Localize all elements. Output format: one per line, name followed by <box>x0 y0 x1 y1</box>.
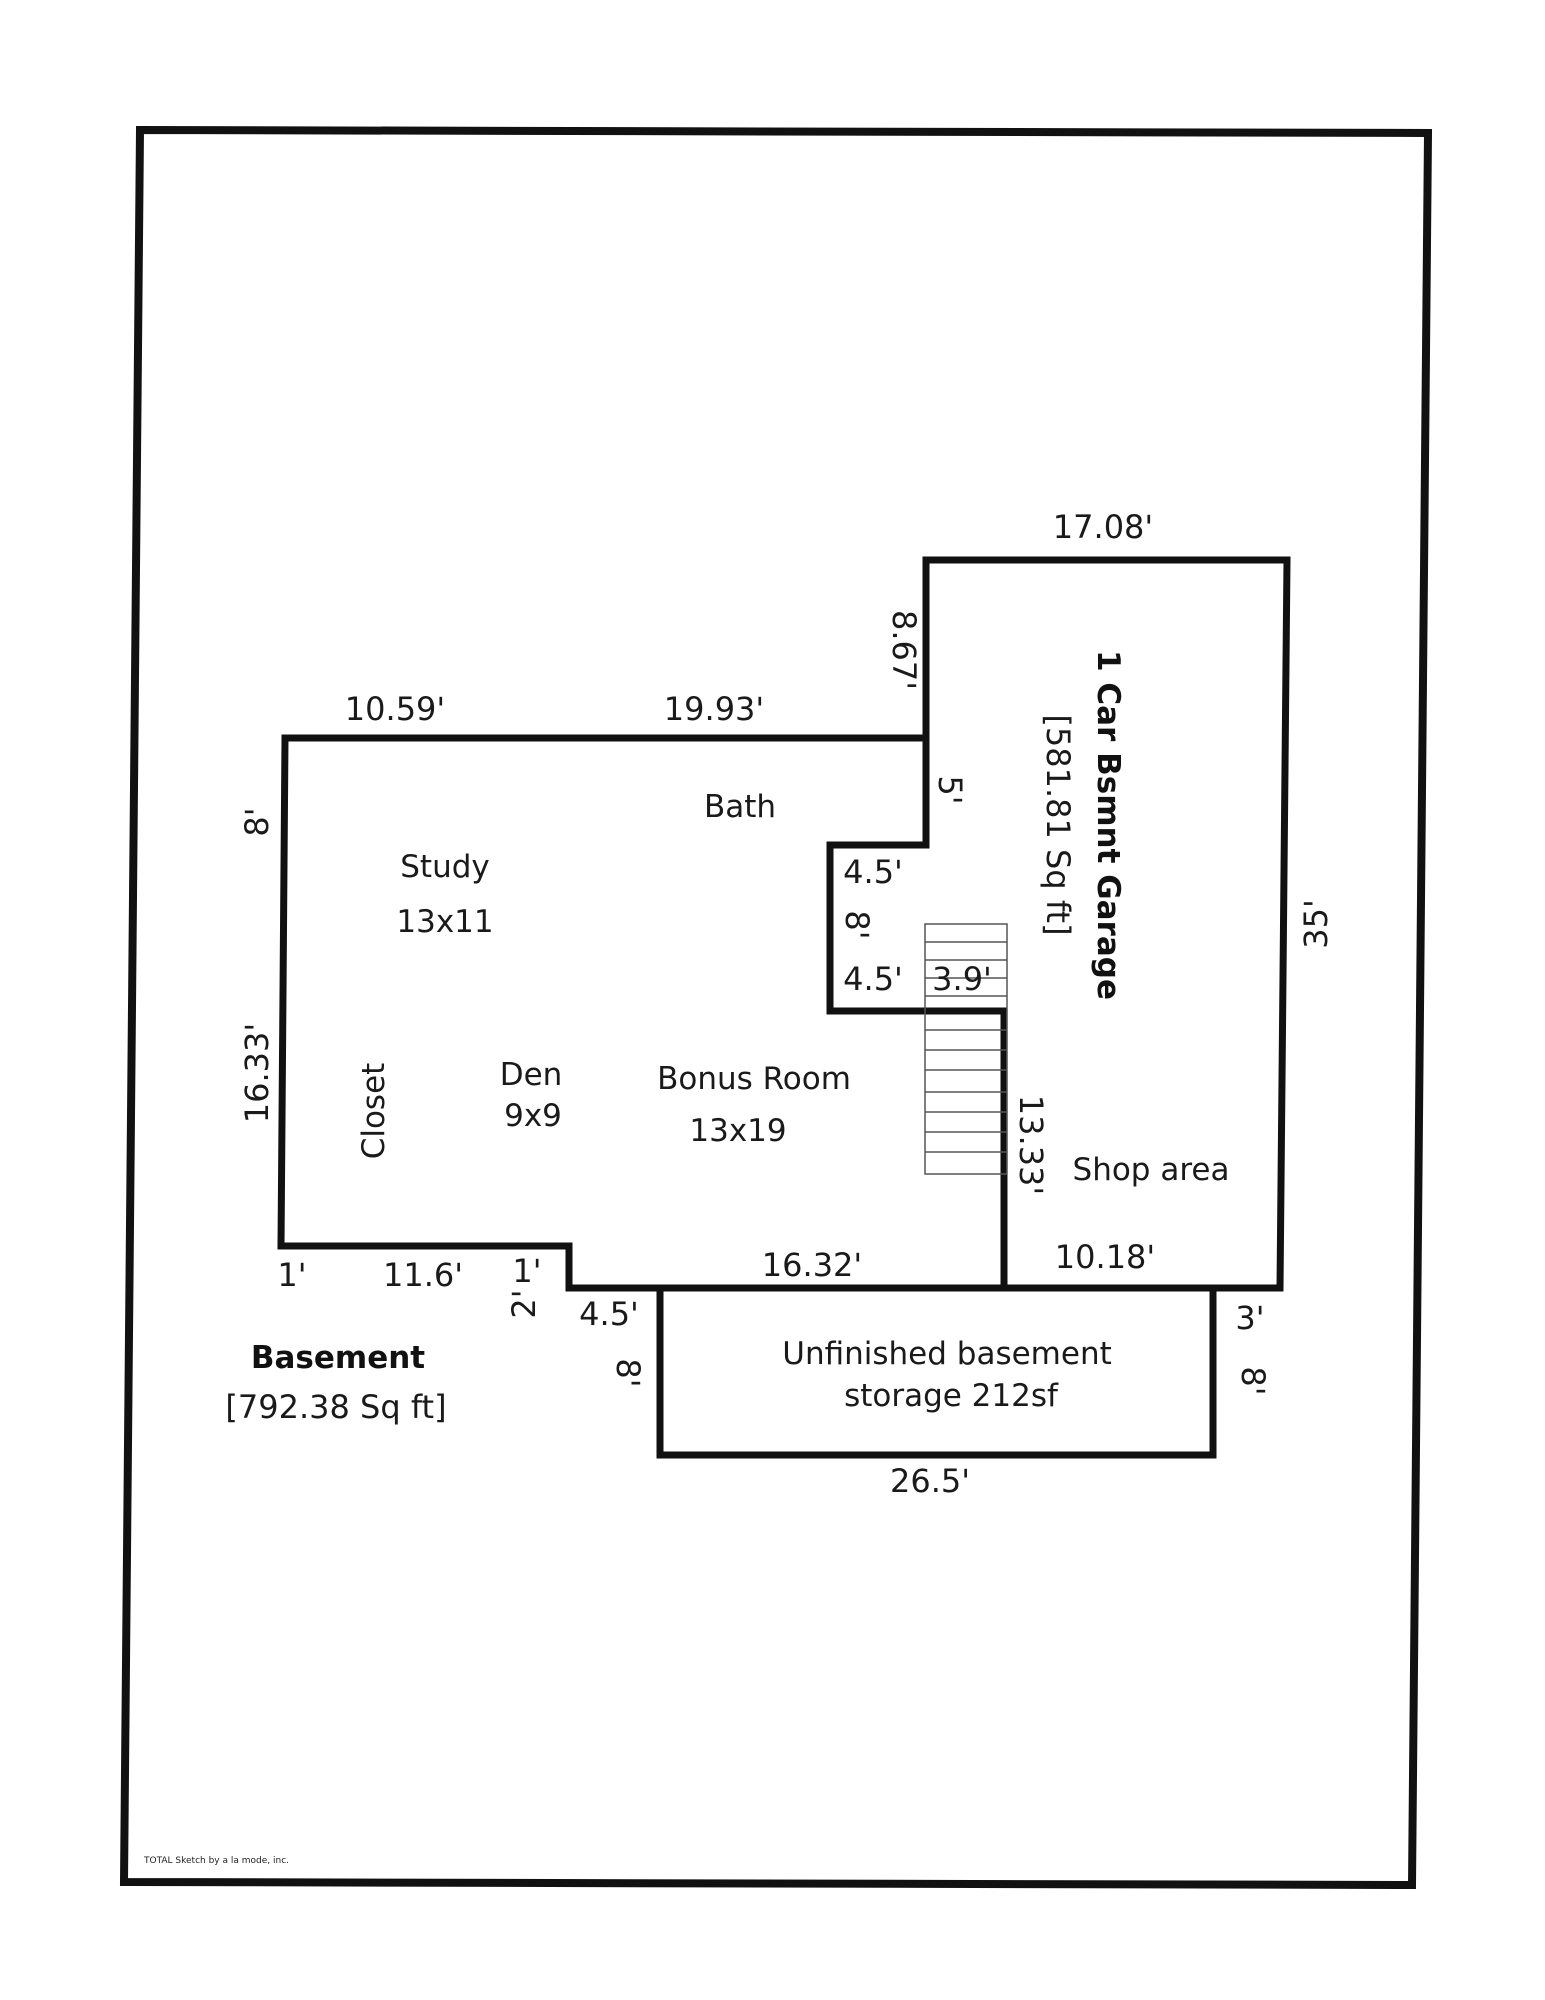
dim-left-upper: 8' <box>238 807 276 836</box>
room-label-bath: Bath <box>704 789 776 825</box>
room-label-closet: Closet <box>356 1063 392 1160</box>
garage-outline <box>922 556 1291 1292</box>
dim-stair-wall: 13.33' <box>1012 1095 1050 1195</box>
dim-stair-width: 3.9' <box>932 960 992 998</box>
dim-bottom-1b: 1' <box>512 1252 541 1290</box>
dim-storage-bottom: 26.5' <box>890 1462 970 1500</box>
room-label-den: Den <box>500 1057 563 1093</box>
dim-notch-vertical: 5' <box>931 775 969 804</box>
dim-bottom-11-6: 11.6' <box>383 1256 463 1294</box>
dim-main-top-left: 10.59' <box>345 690 445 728</box>
dim-storage-right-top: 3' <box>1235 1299 1264 1337</box>
dim-garage-right: 35' <box>1297 899 1335 949</box>
dim-garage-top: 17.08' <box>1053 508 1153 546</box>
garage-area: [581.81 Sq ft] <box>1039 714 1077 935</box>
basement-outline <box>277 734 1008 1292</box>
room-label-study: Study <box>400 849 490 885</box>
software-credit: TOTAL Sketch by a la mode, inc. <box>143 1856 289 1866</box>
dim-bottom-1: 1' <box>277 1256 306 1294</box>
stairs <box>924 923 1008 1175</box>
room-label-bonus: Bonus Room <box>657 1061 851 1097</box>
dim-storage-right: 8' <box>1234 1366 1272 1395</box>
dim-notch-bottom: 4.5' <box>843 960 903 998</box>
storage-label-line2: storage 212sf <box>844 1378 1059 1414</box>
dim-notch-top: 4.5' <box>843 853 903 891</box>
basement-title: Basement <box>251 1340 425 1376</box>
dim-main-top-right: 19.93' <box>664 690 764 728</box>
page-border <box>119 125 1433 1890</box>
room-size-study: 13x11 <box>396 904 493 940</box>
room-size-bonus: 13x19 <box>689 1113 786 1149</box>
room-size-den: 9x9 <box>504 1098 562 1134</box>
garage-title: 1 Car Bsmnt Garage <box>1090 650 1126 1000</box>
dim-notch-side: 8' <box>838 910 876 939</box>
dim-storage-left: 8' <box>609 1358 647 1387</box>
dim-bottom-16-32: 16.32' <box>762 1246 862 1284</box>
dim-step-2: 2' <box>505 1289 543 1318</box>
dim-garage-left-upper: 8.67' <box>885 610 923 690</box>
room-label-shop: Shop area <box>1073 1152 1230 1188</box>
dim-step-4-5: 4.5' <box>579 1295 639 1333</box>
basement-area: [792.38 Sq ft] <box>225 1388 446 1426</box>
storage-label-line1: Unfinished basement <box>782 1336 1112 1372</box>
dim-bottom-10-18: 10.18' <box>1055 1238 1155 1276</box>
dim-left-lower: 16.33' <box>238 1023 276 1123</box>
storage-outline <box>656 1288 1217 1459</box>
